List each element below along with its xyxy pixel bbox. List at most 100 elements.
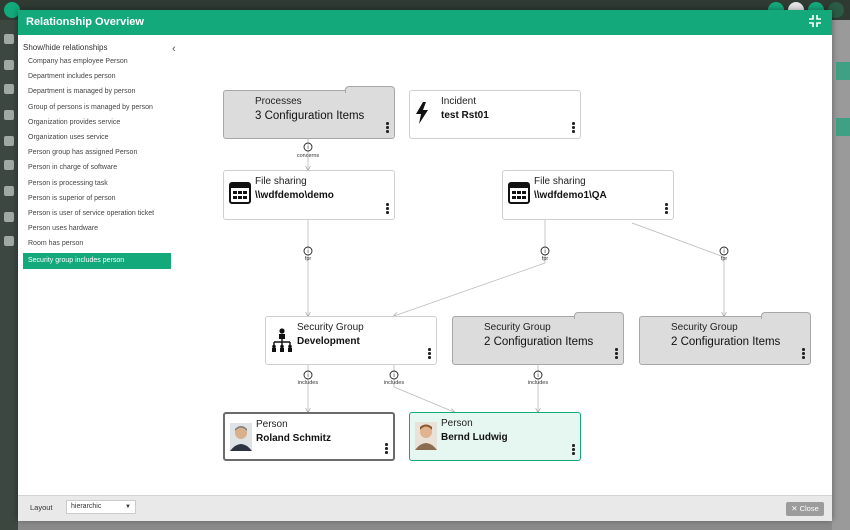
- node-name: \\wdfdemo1\QA: [534, 190, 607, 201]
- background-tab: [836, 118, 850, 136]
- globe-icon: [4, 60, 14, 70]
- svg-text:i: i: [544, 249, 545, 255]
- node-menu-button[interactable]: [386, 122, 389, 134]
- node-person-roland-schmitz[interactable]: Person Roland Schmitz: [223, 412, 395, 461]
- node-name: Roland Schmitz: [256, 433, 332, 444]
- relationship-item[interactable]: Person in charge of software: [28, 164, 118, 172]
- info-icon: [303, 246, 313, 256]
- edge-fpr-2: [394, 220, 546, 316]
- relationship-item[interactable]: Group of persons is managed by person: [28, 103, 153, 111]
- node-file-sharing-demo[interactable]: File sharing \\wdfdemo\demo: [223, 170, 395, 220]
- node-name: \\wdfdemo\demo: [255, 190, 334, 201]
- info-icon: [389, 370, 399, 380]
- folder-tab: [761, 312, 811, 319]
- node-type: Processes: [255, 96, 302, 107]
- layout-label: Layout: [30, 503, 53, 512]
- relationship-item[interactable]: Person uses hardware: [28, 225, 99, 233]
- close-button[interactable]: ✕ Close: [786, 502, 824, 516]
- collapse-fullscreen-button[interactable]: [808, 14, 824, 30]
- chevron-down-icon: ▼: [125, 504, 131, 510]
- relationship-overview-dialog: Relationship Overview Show/hide relation…: [18, 10, 832, 521]
- edge-includes-2: [393, 365, 454, 412]
- svg-text:i: i: [307, 145, 308, 151]
- relationship-item[interactable]: Company has employee Person: [28, 58, 128, 65]
- node-menu-button[interactable]: [572, 444, 575, 456]
- relationship-item[interactable]: Department includes person: [28, 73, 116, 81]
- person-photo: [230, 423, 252, 451]
- background-sidebar: [0, 20, 18, 530]
- node-incident[interactable]: Incident test Rst01: [409, 90, 581, 139]
- edge-label-concerns[interactable]: concerns: [296, 153, 320, 159]
- layout-select[interactable]: hierarchic ▼: [66, 500, 136, 514]
- menu-icon: [4, 2, 20, 18]
- edge-label-fpr[interactable]: fpr: [541, 256, 549, 262]
- compress-icon: [809, 15, 821, 27]
- node-name: Bernd Ludwig: [441, 432, 508, 443]
- dialog-title: Relationship Overview: [26, 16, 144, 28]
- relationship-item[interactable]: Person is user of service operation tick…: [28, 209, 155, 217]
- panel-heading: Show/hide relationships: [23, 43, 108, 52]
- relationship-item[interactable]: Person is superior of person: [28, 194, 116, 202]
- relationship-item[interactable]: Organization provides service: [28, 118, 121, 126]
- relationship-item[interactable]: Person is processing task: [28, 179, 108, 187]
- node-menu-button[interactable]: [615, 348, 618, 360]
- edge-label-includes[interactable]: includes: [527, 380, 549, 386]
- node-type: Security Group: [297, 322, 364, 333]
- chart-icon: [4, 212, 14, 222]
- info-icon: [719, 246, 729, 256]
- node-type: File sharing: [255, 176, 307, 187]
- node-security-group-development[interactable]: Security Group Development: [265, 316, 437, 365]
- node-security-group-collection[interactable]: Security Group 2 Configuration Items: [639, 312, 811, 365]
- relationship-item[interactable]: Room has person: [28, 240, 84, 248]
- relationship-item[interactable]: Organization uses service: [28, 133, 109, 141]
- node-processes-group[interactable]: Processes 3 Configuration Items: [223, 86, 395, 139]
- node-menu-button[interactable]: [428, 348, 431, 360]
- node-menu-button[interactable]: [386, 203, 389, 215]
- edge-label-includes[interactable]: includes: [383, 380, 405, 386]
- node-security-group-collection[interactable]: Security Group 2 Configuration Items: [452, 312, 624, 365]
- layout-value: hierarchic: [71, 503, 102, 510]
- node-name: 3 Configuration Items: [255, 110, 365, 122]
- background-tab: [836, 62, 850, 80]
- window-icon: [229, 182, 251, 204]
- document-icon: [4, 84, 14, 94]
- relationship-item[interactable]: Person group has assigned Person: [28, 149, 138, 157]
- relationship-item[interactable]: Department is managed by person: [28, 88, 136, 96]
- node-menu-button[interactable]: [385, 443, 388, 455]
- collapse-panel-icon[interactable]: ‹: [172, 43, 176, 55]
- svg-text:i: i: [307, 373, 308, 379]
- node-type: Incident: [441, 96, 477, 107]
- node-menu-button[interactable]: [572, 122, 575, 134]
- list-icon: [4, 110, 14, 120]
- edge-label-includes[interactable]: includes: [297, 380, 319, 386]
- node-type: Person: [256, 419, 288, 430]
- relationship-item-active[interactable]: Security group includes person: [23, 253, 171, 269]
- edge-label-fpr[interactable]: fpr: [304, 256, 312, 262]
- node-menu-button[interactable]: [802, 348, 805, 360]
- graduation-icon: [4, 160, 14, 170]
- node-person-bernd-ludwig[interactable]: Person Bernd Ludwig: [409, 412, 581, 461]
- user-avatar-icon: [828, 2, 844, 18]
- node-name: Development: [297, 336, 360, 347]
- wrench-icon: [4, 236, 14, 246]
- node-file-sharing-qa[interactable]: File sharing \\wdfdemo1\QA: [502, 170, 674, 220]
- relationship-list: Company has employee Person Department i…: [23, 54, 171, 269]
- edge-label-fpr[interactable]: fpr: [720, 256, 728, 262]
- node-menu-button[interactable]: [665, 203, 668, 215]
- svg-text:i: i: [723, 249, 724, 255]
- home-icon: [4, 34, 14, 44]
- network-icon: [4, 136, 14, 146]
- node-type: Security Group: [671, 322, 738, 333]
- node-name: 2 Configuration Items: [671, 336, 781, 348]
- org-chart-icon: [272, 328, 292, 352]
- dialog-header: Relationship Overview: [18, 10, 832, 35]
- info-icon: [540, 246, 550, 256]
- close-label: Close: [799, 504, 819, 513]
- svg-text:i: i: [393, 373, 394, 379]
- info-icon: [303, 370, 313, 380]
- edge-fpr-3: [631, 222, 724, 316]
- folder-tab: [574, 312, 624, 319]
- window-icon: [508, 182, 530, 204]
